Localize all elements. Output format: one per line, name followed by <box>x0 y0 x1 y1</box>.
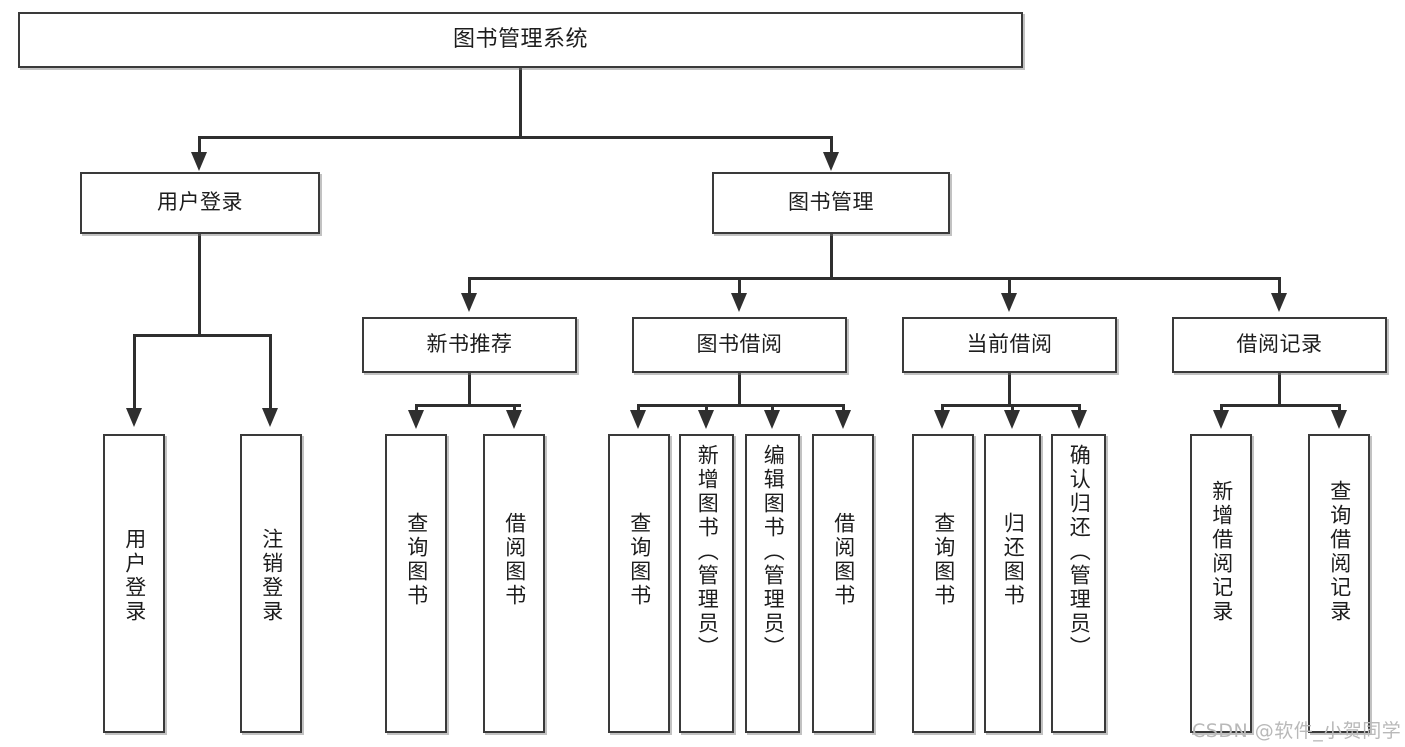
edge-borrow-record-bus <box>1220 404 1340 407</box>
node-leaf-user-login[interactable]: 用户登录 <box>103 434 165 733</box>
edge-nb-to-leaf1 <box>415 404 418 412</box>
edge-user-login-stem <box>198 234 201 336</box>
node-leaf-query-record-label: 查询借阅记录 <box>1327 480 1352 624</box>
edge-br-to-leaf2 <box>1338 404 1341 412</box>
arrowhead-leaf-query-book-1 <box>408 410 424 429</box>
node-current-borrow[interactable]: 当前借阅 <box>902 317 1117 373</box>
arrowhead-leaf-user-login <box>126 408 142 427</box>
edge-book-borrow-bus <box>637 404 845 407</box>
arrowhead-current-borrow <box>1001 293 1017 312</box>
node-leaf-query-book-3-label: 查询图书 <box>931 512 956 608</box>
node-user-login-label: 用户登录 <box>157 190 243 215</box>
node-leaf-confirm-return-label: 确认归还（管理员） <box>1067 444 1092 660</box>
edge-br-to-leaf1 <box>1220 404 1223 412</box>
node-new-book-rec[interactable]: 新书推荐 <box>362 317 577 373</box>
arrowhead-leaf-query-record <box>1331 410 1347 429</box>
edge-bm-to-new-book <box>468 277 471 295</box>
node-user-login[interactable]: 用户登录 <box>80 172 320 234</box>
csdn-watermark: CSDN @软件_小贺同学 <box>1192 720 1402 742</box>
node-borrow-record-label: 借阅记录 <box>1236 332 1323 357</box>
edge-book-borrow-stem <box>738 373 741 406</box>
arrowhead-leaf-borrow-book-1 <box>506 410 522 429</box>
node-root-label: 图书管理系统 <box>452 26 588 52</box>
node-leaf-add-record[interactable]: 新增借阅记录 <box>1190 434 1252 733</box>
node-leaf-confirm-return[interactable]: 确认归还（管理员） <box>1051 434 1106 733</box>
node-leaf-edit-book[interactable]: 编辑图书（管理员） <box>745 434 800 733</box>
edge-cb-to-leaf2 <box>1011 404 1014 412</box>
node-leaf-query-book-1[interactable]: 查询图书 <box>385 434 447 733</box>
node-new-book-rec-label: 新书推荐 <box>426 332 513 357</box>
arrowhead-user-login <box>191 152 207 171</box>
edge-nb-to-leaf2 <box>513 404 516 412</box>
node-leaf-add-book-label: 新增图书（管理员） <box>695 444 720 660</box>
node-book-borrow[interactable]: 图书借阅 <box>632 317 847 373</box>
node-leaf-borrow-book-1[interactable]: 借阅图书 <box>483 434 545 733</box>
node-leaf-return-book[interactable]: 归还图书 <box>984 434 1041 733</box>
edge-new-book-stem <box>468 373 471 406</box>
edge-borrow-record-stem <box>1278 373 1281 406</box>
node-root[interactable]: 图书管理系统 <box>18 12 1023 68</box>
edge-current-borrow-stem <box>1008 373 1011 406</box>
node-leaf-return-book-label: 归还图书 <box>1001 512 1026 608</box>
node-leaf-borrow-book-2[interactable]: 借阅图书 <box>812 434 874 733</box>
edge-root-stem <box>519 68 522 138</box>
edge-new-book-bus <box>415 404 521 407</box>
node-leaf-logout-label: 注销登录 <box>259 528 284 624</box>
edge-book-manage-bus <box>468 277 1281 280</box>
node-leaf-query-book-1-label: 查询图书 <box>404 512 429 608</box>
edge-cb-to-leaf3 <box>1078 404 1081 412</box>
edge-book-manage-stem <box>830 234 833 279</box>
arrowhead-leaf-edit-book <box>764 410 780 429</box>
arrowhead-leaf-add-record <box>1213 410 1229 429</box>
edge-bm-to-borrow-record <box>1278 277 1281 295</box>
arrowhead-leaf-confirm-return <box>1071 410 1087 429</box>
node-book-borrow-label: 图书借阅 <box>696 332 783 357</box>
arrowhead-book-manage <box>823 152 839 171</box>
edge-root-to-book-manage <box>830 136 833 155</box>
edge-root-bus <box>198 136 832 139</box>
edge-user-login-bus <box>133 334 271 337</box>
node-leaf-query-record[interactable]: 查询借阅记录 <box>1308 434 1370 733</box>
edge-bm-to-book-borrow <box>738 277 741 295</box>
arrowhead-new-book-rec <box>461 293 477 312</box>
node-leaf-borrow-book-1-label: 借阅图书 <box>502 512 527 608</box>
arrowhead-leaf-borrow-book-2 <box>835 410 851 429</box>
node-leaf-add-record-label: 新增借阅记录 <box>1209 480 1234 624</box>
node-leaf-logout[interactable]: 注销登录 <box>240 434 302 733</box>
node-leaf-query-book-2-label: 查询图书 <box>627 512 652 608</box>
edge-cb-to-leaf1 <box>941 404 944 412</box>
node-leaf-add-book[interactable]: 新增图书（管理员） <box>679 434 734 733</box>
arrowhead-leaf-add-book <box>698 410 714 429</box>
arrowhead-leaf-return-book <box>1004 410 1020 429</box>
node-leaf-query-book-2[interactable]: 查询图书 <box>608 434 670 733</box>
node-book-manage-label: 图书管理 <box>788 190 874 215</box>
arrowhead-borrow-record <box>1271 293 1287 312</box>
arrowhead-leaf-query-book-2 <box>630 410 646 429</box>
edge-bb-to-leaf2 <box>705 404 708 412</box>
node-leaf-borrow-book-2-label: 借阅图书 <box>831 512 856 608</box>
node-book-manage[interactable]: 图书管理 <box>712 172 950 234</box>
edge-bb-to-leaf4 <box>842 404 845 412</box>
node-leaf-user-login-label: 用户登录 <box>122 528 147 624</box>
node-leaf-edit-book-label: 编辑图书（管理员） <box>761 444 786 660</box>
edge-bb-to-leaf3 <box>771 404 774 412</box>
arrowhead-leaf-query-book-3 <box>934 410 950 429</box>
edge-bm-to-current-borrow <box>1008 277 1011 295</box>
edge-bb-to-leaf1 <box>637 404 640 412</box>
edge-user-login-to-leaf1 <box>133 334 136 410</box>
arrowhead-book-borrow <box>731 293 747 312</box>
node-borrow-record[interactable]: 借阅记录 <box>1172 317 1387 373</box>
node-current-borrow-label: 当前借阅 <box>966 332 1053 357</box>
edge-user-login-to-leaf2 <box>269 334 272 410</box>
arrowhead-leaf-logout <box>262 408 278 427</box>
node-leaf-query-book-3[interactable]: 查询图书 <box>912 434 974 733</box>
edge-root-to-user-login <box>198 136 201 155</box>
